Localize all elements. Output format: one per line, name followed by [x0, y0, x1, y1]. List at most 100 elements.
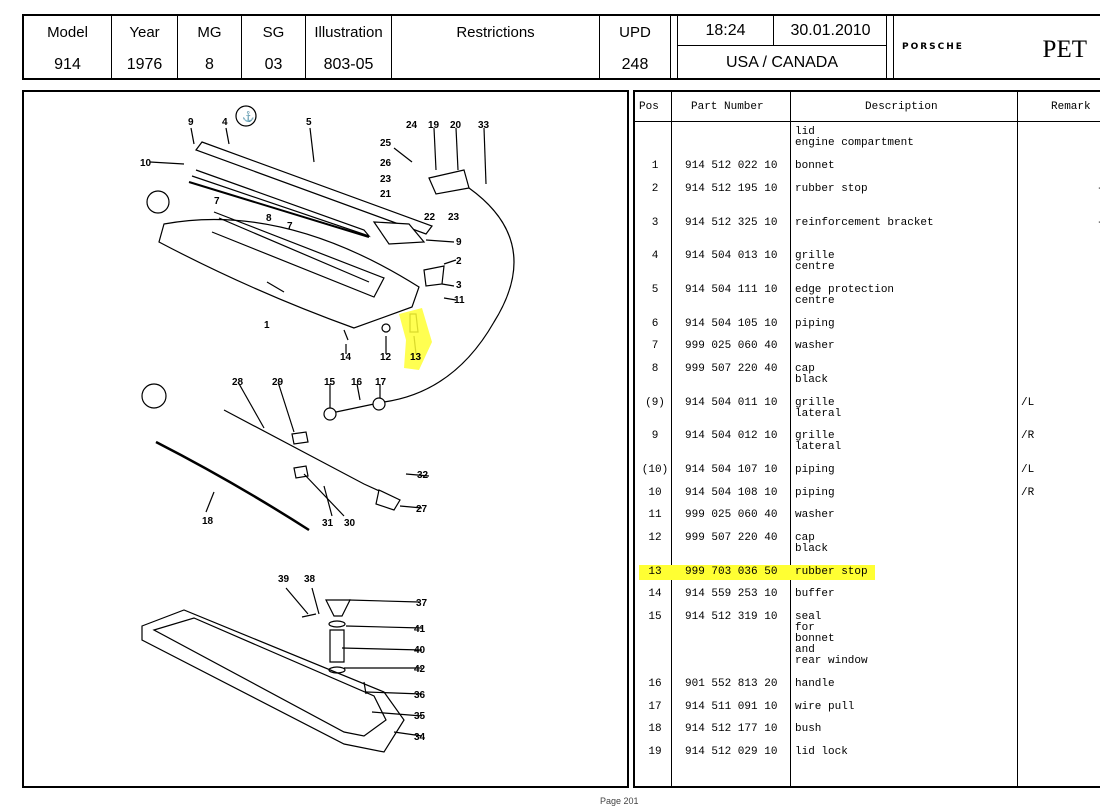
callout-label: 4 [222, 117, 228, 128]
pos-cell: 10 [648, 487, 662, 499]
datetime-cell: 18:24 30.01.2010 USA / CANADA [677, 16, 887, 78]
part-number-cell: 901 552 813 20 [685, 678, 778, 690]
pos-cell: 3 [651, 217, 659, 229]
pos-cell: 15 [648, 611, 662, 623]
pos-cell: 5 [651, 284, 659, 296]
callout-label: 7 [214, 196, 220, 207]
callout-label: 14 [340, 352, 352, 363]
callout-label: 8 [266, 213, 272, 224]
restrictions-label: Restrictions [456, 24, 535, 41]
year-label: Year [129, 24, 160, 41]
callout-label: 13 [410, 352, 422, 363]
part-number-cell: 914 512 319 10 [685, 611, 778, 623]
pos-cell: 13 [648, 566, 662, 578]
parts-diagram: ⚓ 9 4 5 24 19 20 33 25 26 23 21 22 23 10… [140, 105, 515, 753]
callout-label: 33 [478, 120, 490, 131]
callout-label: 37 [416, 598, 428, 609]
callout-label: 1 [264, 320, 270, 331]
description-cell: wire pull [795, 701, 855, 713]
part-number-cell: 914 504 107 10 [685, 464, 778, 476]
description-cell: piping [795, 464, 835, 476]
upd-cell: UPD 248 [600, 16, 671, 78]
mg-cell: MG 8 [178, 16, 242, 78]
callout-label: 38 [304, 574, 316, 585]
callout-label: 41 [414, 624, 426, 635]
part-number-cell: 914 559 253 10 [685, 588, 778, 600]
description-cell: washer [795, 509, 835, 521]
callout-label: 28 [232, 377, 244, 388]
bolt-symbol-icon [235, 105, 257, 127]
highlight-marker [399, 308, 432, 370]
pos-cell: 8 [651, 363, 659, 375]
callout-label: 16 [351, 377, 363, 388]
mg-value: 8 [205, 56, 214, 73]
callout-label: 31 [322, 518, 334, 529]
mg-label: MG [197, 24, 222, 41]
year-cell: Year 1976 [112, 16, 178, 78]
callout-label: 39 [278, 574, 290, 585]
callout-label: 30 [344, 518, 356, 529]
col-header-pos: Pos [639, 101, 659, 113]
callout-label: 29 [272, 377, 284, 388]
pos-cell: 16 [648, 678, 662, 690]
callout-label: 23 [380, 174, 392, 185]
svg-text:⚓: ⚓ [242, 110, 254, 123]
callout-label: 32 [417, 470, 429, 481]
part-number-cell: 914 512 029 10 [685, 746, 778, 758]
callout-label: 24 [406, 120, 418, 131]
callout-label: 25 [380, 138, 392, 149]
callout-label: 7 [287, 221, 293, 232]
page-footer: Page 201 [600, 796, 639, 806]
pos-cell: 4 [651, 250, 659, 262]
illustration-cell: Illustration 803-05 [306, 16, 392, 78]
time-value: 18:24 [678, 16, 774, 46]
callout-label: 12 [380, 352, 392, 363]
part-number-cell: 914 512 325 10 [685, 217, 778, 229]
callout-label: 27 [416, 504, 428, 515]
porsche-logo: PORSCHE [902, 42, 964, 52]
description-cell: cap black [795, 363, 829, 386]
part-number-cell: 914 504 108 10 [685, 487, 778, 499]
model-cell: Model 914 [24, 16, 112, 78]
col-header-remark: Remark [1051, 101, 1091, 113]
pos-cell: 2 [651, 183, 659, 195]
app-title: PET [1042, 36, 1087, 63]
header-bar: Model 914 Year 1976 MG 8 SG 03 Illustrat… [22, 14, 1100, 80]
seal-symbol-icon [141, 383, 167, 409]
description-cell: seal for bonnet and rear window [795, 611, 868, 667]
remark-cell: /L [1021, 464, 1035, 476]
overflow-mark: - [1097, 218, 1100, 229]
part-number-cell: 999 507 220 40 [685, 532, 778, 544]
part-number-cell: 914 504 012 10 [685, 430, 778, 442]
model-value: 914 [54, 56, 81, 73]
part-number-cell: 999 025 060 40 [685, 340, 778, 352]
pos-cell: 17 [648, 701, 662, 713]
callout-label: 2 [456, 256, 462, 267]
part-number-cell: 914 512 022 10 [685, 160, 778, 172]
description-cell: buffer [795, 588, 835, 600]
callout-label: 5 [306, 117, 312, 128]
part-number-cell: 914 504 011 10 [685, 397, 778, 409]
part-number-cell: 999 507 220 40 [685, 363, 778, 375]
remark-cell: /L [1021, 397, 1035, 409]
pos-cell: 6 [651, 318, 659, 330]
description-cell: piping [795, 318, 835, 330]
pos-cell: 18 [648, 723, 662, 735]
pos-cell: (9) [645, 397, 665, 409]
callout-label: 18 [202, 516, 214, 527]
description-cell: bush [795, 723, 822, 735]
callout-label: 3 [456, 280, 462, 291]
callout-label: 20 [450, 120, 462, 131]
callout-label: 34 [414, 732, 426, 743]
pos-cell: 19 [648, 746, 662, 758]
description-cell: edge protection centre [795, 284, 895, 307]
row-highlight [639, 565, 875, 580]
part-number-cell: 914 504 111 10 [685, 284, 778, 296]
date-value: 30.01.2010 [774, 16, 887, 46]
description-cell: lid engine compartment [795, 126, 914, 149]
callout-label: 15 [324, 377, 336, 388]
callout-label: 35 [414, 711, 426, 722]
col-header-description: Description [865, 101, 938, 113]
description-cell: rubber stop [795, 183, 868, 195]
restrictions-cell: Restrictions [392, 16, 600, 78]
